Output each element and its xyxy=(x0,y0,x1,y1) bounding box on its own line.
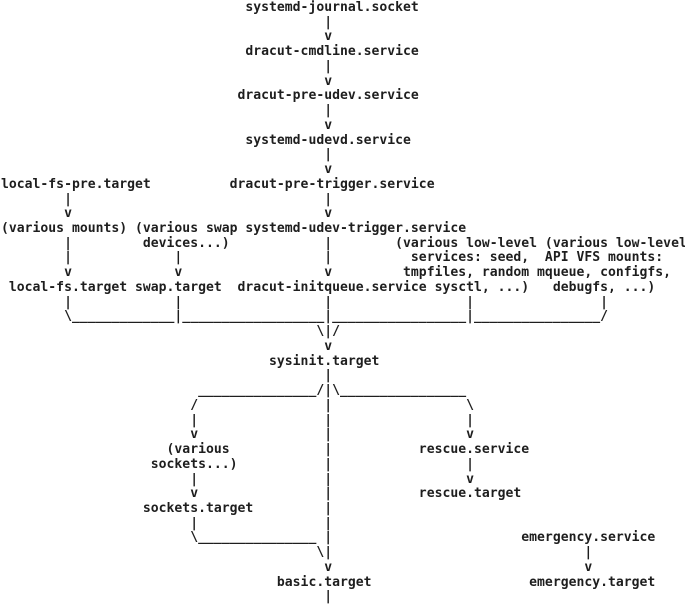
bootup-ascii-diagram: systemd-journal.socket | v dracut-cmdlin… xyxy=(1,0,685,604)
bootup-diagram-figure: systemd-journal.socket | v dracut-cmdlin… xyxy=(0,0,685,604)
